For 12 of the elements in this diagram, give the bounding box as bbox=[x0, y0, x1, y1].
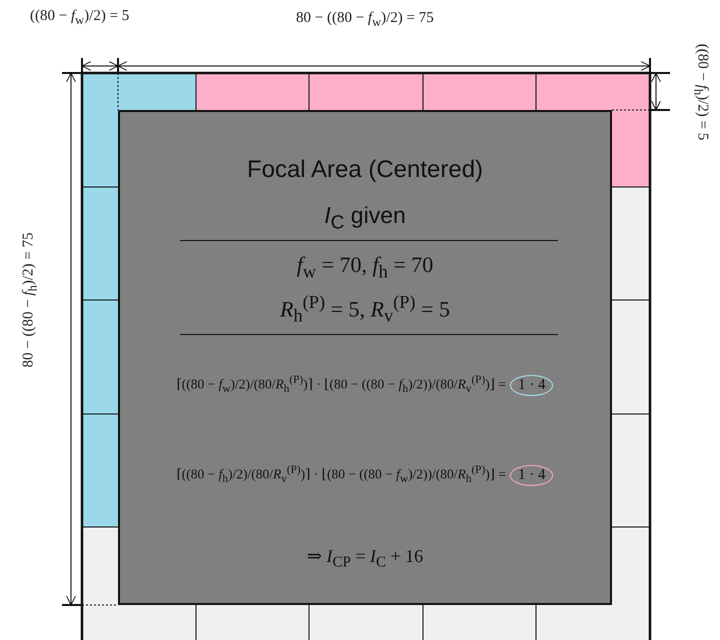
subheading: I$_{C}$ given bbox=[324, 202, 406, 235]
formula: ⌈((80 − f$_{h}$)/2)/(80/R$_{v}$$^{(P)}$)⌉ · ⌊(80 − ((80 − f$_{w}$)/2))/(80/R$_{h}$$^{(P)}$)⌋ = bbox=[176, 464, 506, 486]
dimension-label: ((80 − f$_{w}$)/2) = 5 bbox=[30, 8, 130, 28]
dimension-label: 80 − ((80 − f$_{w}$)/2) = 75 bbox=[296, 10, 434, 30]
circled-result: 1 · 4 bbox=[510, 464, 554, 486]
formula: ⇒ I$_{C}$$_{P}$ = I$_{C}$ + 16 bbox=[306, 546, 424, 572]
circled-result: 1 · 4 bbox=[510, 374, 554, 396]
formula: ⌈((80 − f$_{w}$)/2)/(80/R$_{h}$$^{(P)}$)⌉ · ⌊(80 − ((80 − f$_{h}$)/2))/(80/R$_{v}$$^{(P)}$)⌋ = bbox=[176, 374, 506, 396]
heading: Focal Area (Centered) bbox=[246, 156, 484, 184]
formula: R$_{h}$$^{(P)}$ = 5, R$_{v}$$^{(P)}$ = 5 bbox=[280, 292, 450, 327]
focal-area-box bbox=[118, 110, 612, 605]
formula: f$_{w}$ = 70, f$_{h}$ = 70 bbox=[296, 252, 434, 282]
